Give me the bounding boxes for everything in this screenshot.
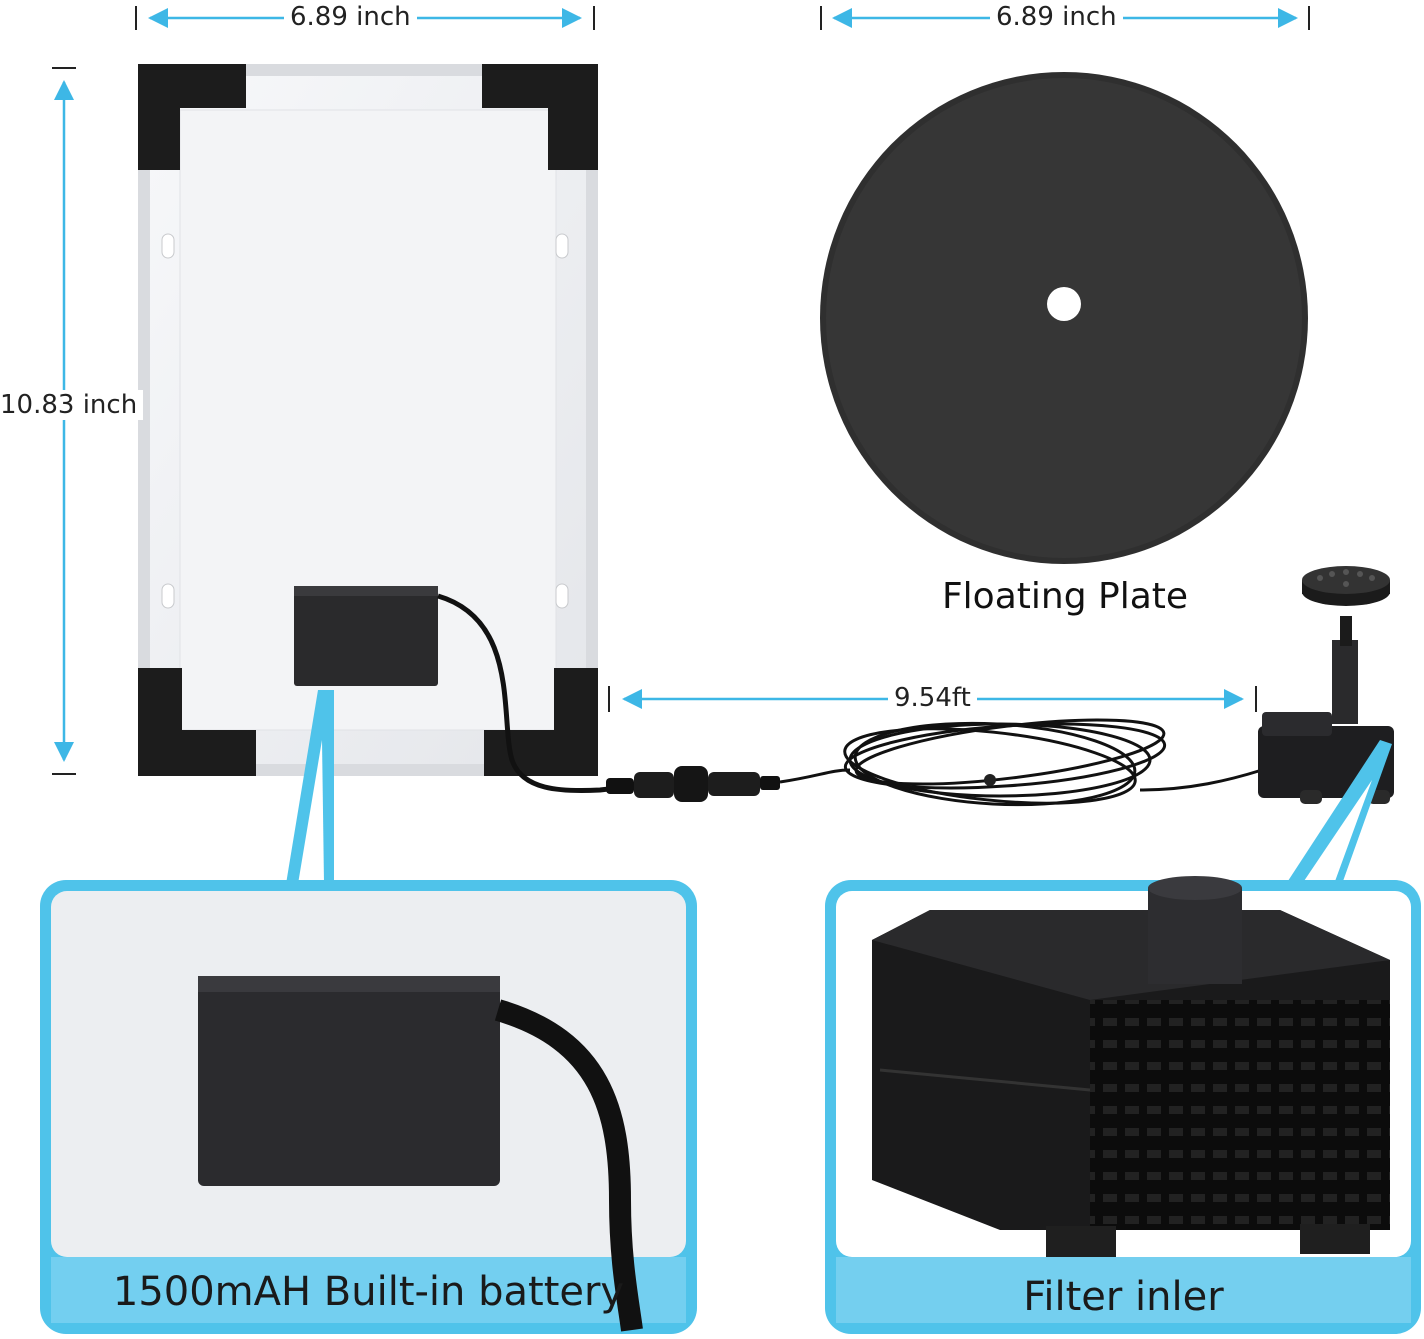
battery-box-enlarged bbox=[198, 976, 500, 1186]
panel-height-label: 10.83 inch bbox=[0, 390, 144, 420]
floating-plate bbox=[820, 72, 1308, 564]
plate-width-label: 6.89 inch bbox=[990, 2, 1123, 32]
corner-bracket-top-right bbox=[482, 64, 598, 170]
cable-length-label: 9.54ft bbox=[888, 683, 977, 713]
solar-panel bbox=[138, 64, 598, 776]
corner-bracket-bottom-right bbox=[484, 668, 598, 776]
battery-callout bbox=[40, 690, 697, 1334]
corner-bracket-top-left bbox=[138, 64, 246, 170]
pump-callout bbox=[825, 740, 1421, 1334]
floating-plate-label: Floating Plate bbox=[941, 576, 1189, 617]
center-hole bbox=[1047, 287, 1081, 321]
cable-connector bbox=[606, 766, 780, 802]
pump-enlarged bbox=[872, 876, 1390, 1257]
corner-bracket-bottom-left bbox=[138, 668, 256, 776]
pump-callout-label: Filter inler bbox=[1023, 1274, 1224, 1320]
battery-callout-label: 1500mAH Built-in battery bbox=[112, 1269, 625, 1315]
coiled-cable bbox=[779, 718, 1263, 807]
battery-box bbox=[294, 586, 438, 686]
dimension-panel-height bbox=[52, 67, 76, 775]
panel-width-label: 6.89 inch bbox=[284, 2, 417, 32]
panel-cable bbox=[437, 593, 671, 794]
